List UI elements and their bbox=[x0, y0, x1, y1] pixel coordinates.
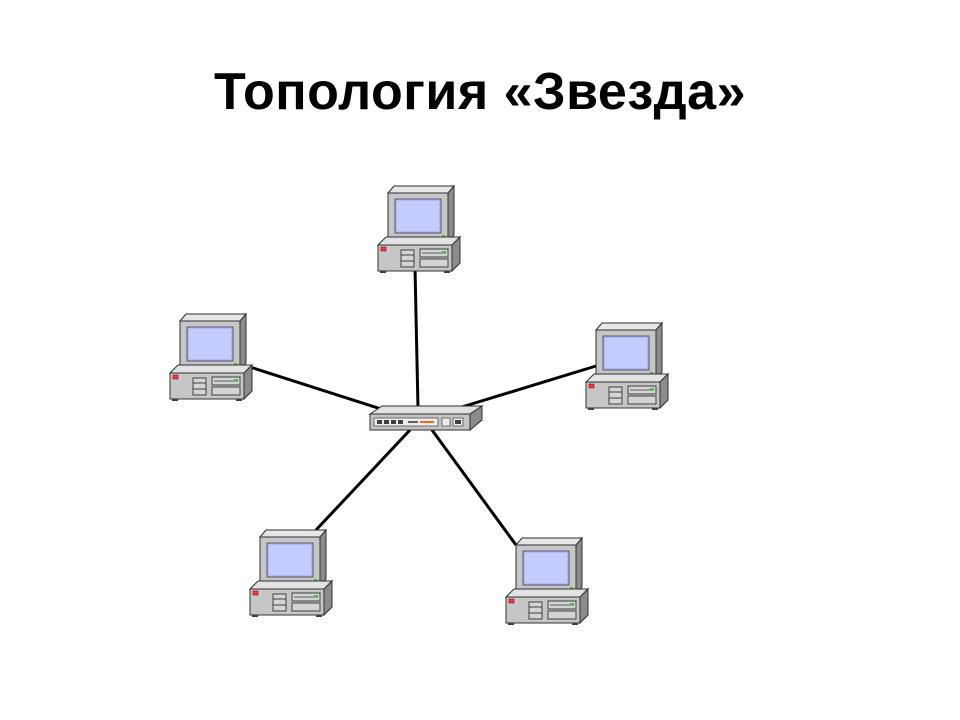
cable-left bbox=[249, 365, 385, 412]
cable-bottom-left bbox=[314, 428, 412, 532]
slide-title: Топология «Звезда» bbox=[213, 63, 747, 121]
computer-top bbox=[377, 185, 461, 274]
network-switch bbox=[368, 405, 484, 432]
computer-bottom-right bbox=[505, 537, 589, 626]
cable-right bbox=[451, 364, 597, 412]
computer-right bbox=[585, 322, 669, 411]
cable-top bbox=[413, 267, 420, 409]
cables bbox=[249, 267, 597, 546]
computer-bottom-left bbox=[249, 529, 333, 618]
computer-left bbox=[169, 313, 253, 402]
cable-bottom-right bbox=[430, 429, 518, 546]
